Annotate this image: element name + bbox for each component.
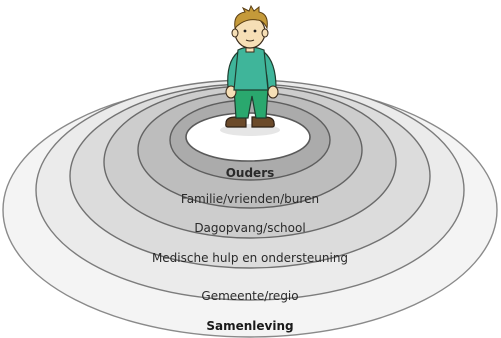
child-figure: [220, 4, 280, 136]
right-hand: [267, 85, 279, 99]
center-spot: [185, 112, 311, 162]
mouth: [245, 39, 255, 42]
left-eye: [243, 29, 247, 33]
label-samenleving: Samenleving: [206, 319, 293, 333]
right-eye: [253, 29, 257, 33]
label-ouders: Ouders: [226, 166, 275, 180]
label-familie-vrienden-buren: Familie/vrienden/buren: [181, 192, 319, 206]
ring-labels: Ouders Familie/vrienden/buren Dagopvang/…: [152, 166, 348, 333]
rings: [2, 79, 498, 338]
left-ear: [231, 28, 239, 38]
left-shoe: [225, 116, 247, 128]
shirt: [233, 46, 269, 91]
label-medische-hulp: Medische hulp en ondersteuning: [152, 251, 348, 265]
right-shoe: [251, 116, 275, 128]
hair: [234, 4, 268, 30]
right-ear: [261, 28, 269, 38]
label-dagopvang-school: Dagopvang/school: [194, 221, 305, 235]
label-gemeente-regio: Gemeente/regio: [201, 289, 298, 303]
